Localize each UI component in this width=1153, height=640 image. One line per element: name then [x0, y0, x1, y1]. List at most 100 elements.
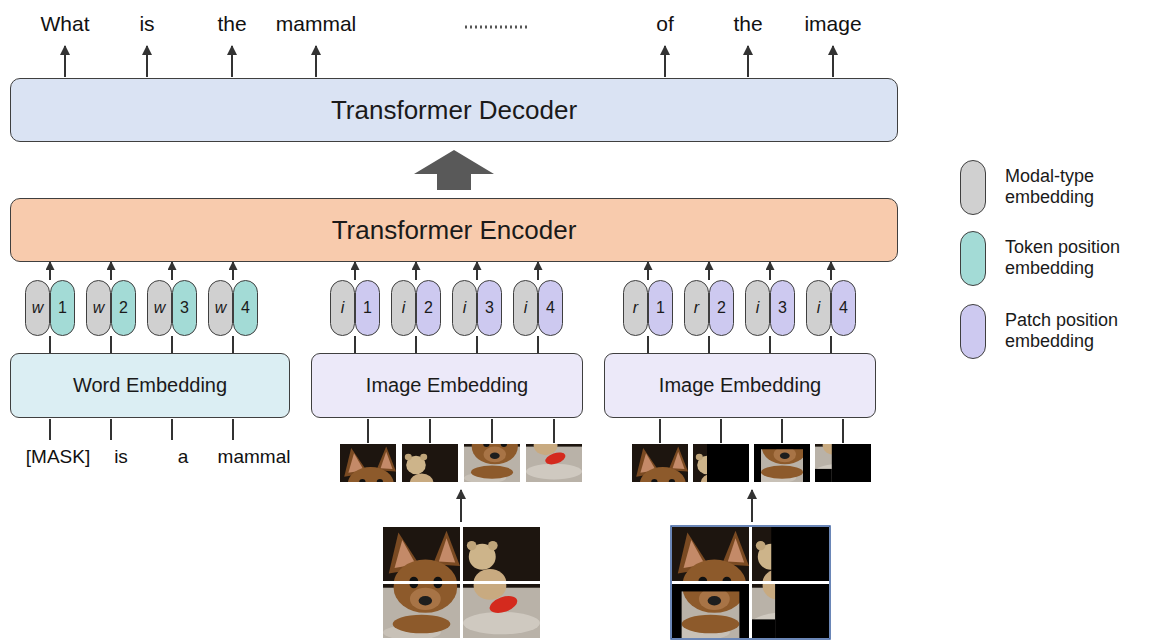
token-position-embedding: 2 [111, 280, 136, 336]
patch-position-embedding: 2 [416, 280, 441, 336]
link-line [415, 336, 417, 353]
input-arrow [110, 262, 112, 280]
node-text: i [756, 299, 760, 317]
modal-type-embedding: i [745, 280, 770, 336]
node-text: 1 [656, 299, 665, 317]
node-text: 2 [717, 299, 726, 317]
node-text: w [93, 299, 105, 317]
patch-position-embedding: 2 [709, 280, 734, 336]
node-text: 2 [424, 299, 433, 317]
modal-type-embedding: i [806, 280, 831, 336]
node-text: w [154, 299, 166, 317]
input-arrow [708, 262, 710, 280]
link-line [171, 336, 173, 353]
legend-swatch [960, 304, 986, 359]
decoder-box: Transformer Decoder [10, 78, 898, 142]
patch-position-embedding: 4 [831, 280, 856, 336]
input-token: [MASK] [26, 446, 90, 468]
masked-image-patches [632, 406, 871, 521]
output-token: is [139, 12, 154, 36]
legend-swatch [960, 231, 986, 286]
node-text: 1 [363, 299, 372, 317]
input-arrow [354, 262, 356, 280]
image-patches [340, 406, 582, 521]
node-text: Image Embedding [366, 374, 528, 397]
patch-position-embedding: 1 [648, 280, 673, 336]
patch-position-embedding: 1 [355, 280, 380, 336]
patch-position-embedding: 4 [538, 280, 563, 336]
input-arrow [647, 262, 649, 280]
link-line [476, 336, 478, 353]
node-text: r [694, 299, 699, 317]
embedding-box: Image Embedding [604, 353, 876, 418]
modal-type-embedding: i [391, 280, 416, 336]
output-token: of [656, 12, 674, 36]
legend-text: Token position embedding [1005, 237, 1145, 279]
link-line [769, 336, 771, 353]
node-text: i [817, 299, 821, 317]
token-position-embedding: 4 [233, 280, 258, 336]
node-text: 2 [119, 299, 128, 317]
input-token: mammal [218, 446, 291, 468]
modal-type-embedding: i [452, 280, 477, 336]
node-text: w [32, 299, 44, 317]
embedding-box: Image Embedding [311, 353, 583, 418]
node-text: Transformer Decoder [331, 95, 577, 126]
modal-type-embedding: i [330, 280, 355, 336]
input-arrow [49, 262, 51, 280]
node-text: i [524, 299, 528, 317]
output-token: the [217, 12, 246, 36]
modal-type-embedding: w [147, 280, 172, 336]
ellipsis-dots [465, 26, 530, 29]
output-token: the [733, 12, 762, 36]
node-text: i [402, 299, 406, 317]
legend-text: Patch position embedding [1005, 310, 1145, 352]
masked-input-image [671, 526, 830, 640]
node-text: Image Embedding [659, 374, 821, 397]
node-text: i [463, 299, 467, 317]
output-token: image [804, 12, 861, 36]
link-line [110, 336, 112, 353]
output-token: mammal [276, 12, 357, 36]
link-line [354, 336, 356, 353]
input-leader-lines [50, 419, 843, 443]
modal-type-embedding: r [684, 280, 709, 336]
link-line [537, 336, 539, 353]
link-line [232, 336, 234, 353]
node-text: 4 [241, 299, 250, 317]
input-token: is [114, 446, 128, 468]
embedding-box: Word Embedding [10, 353, 290, 418]
node-text: 3 [485, 299, 494, 317]
input-arrow [171, 262, 173, 280]
modal-type-embedding: w [25, 280, 50, 336]
input-arrow [415, 262, 417, 280]
input-arrow [476, 262, 478, 280]
input-arrow [830, 262, 832, 280]
link-line [647, 336, 649, 353]
token-position-embedding: 1 [50, 280, 75, 336]
input-arrow [232, 262, 234, 280]
legend-text: Modal-type embedding [1005, 166, 1145, 208]
node-text: 3 [180, 299, 189, 317]
input-image [383, 527, 540, 640]
node-text: 4 [839, 299, 848, 317]
output-token: What [40, 12, 89, 36]
node-text: 3 [778, 299, 787, 317]
output-arrows [65, 46, 833, 77]
node-text: Transformer Encoder [332, 215, 577, 246]
node-text: i [341, 299, 345, 317]
node-text: 1 [58, 299, 67, 317]
modal-type-embedding: w [208, 280, 233, 336]
input-arrow [537, 262, 539, 280]
link-line [708, 336, 710, 353]
modal-type-embedding: w [86, 280, 111, 336]
flow-arrow [414, 150, 494, 190]
encoder-box: Transformer Encoder [10, 198, 898, 262]
modal-type-embedding: r [623, 280, 648, 336]
node-text: r [633, 299, 638, 317]
split-arrows [461, 490, 752, 522]
link-line [830, 336, 832, 353]
input-token: a [178, 446, 189, 468]
token-position-embedding: 3 [172, 280, 197, 336]
node-text: 4 [546, 299, 555, 317]
